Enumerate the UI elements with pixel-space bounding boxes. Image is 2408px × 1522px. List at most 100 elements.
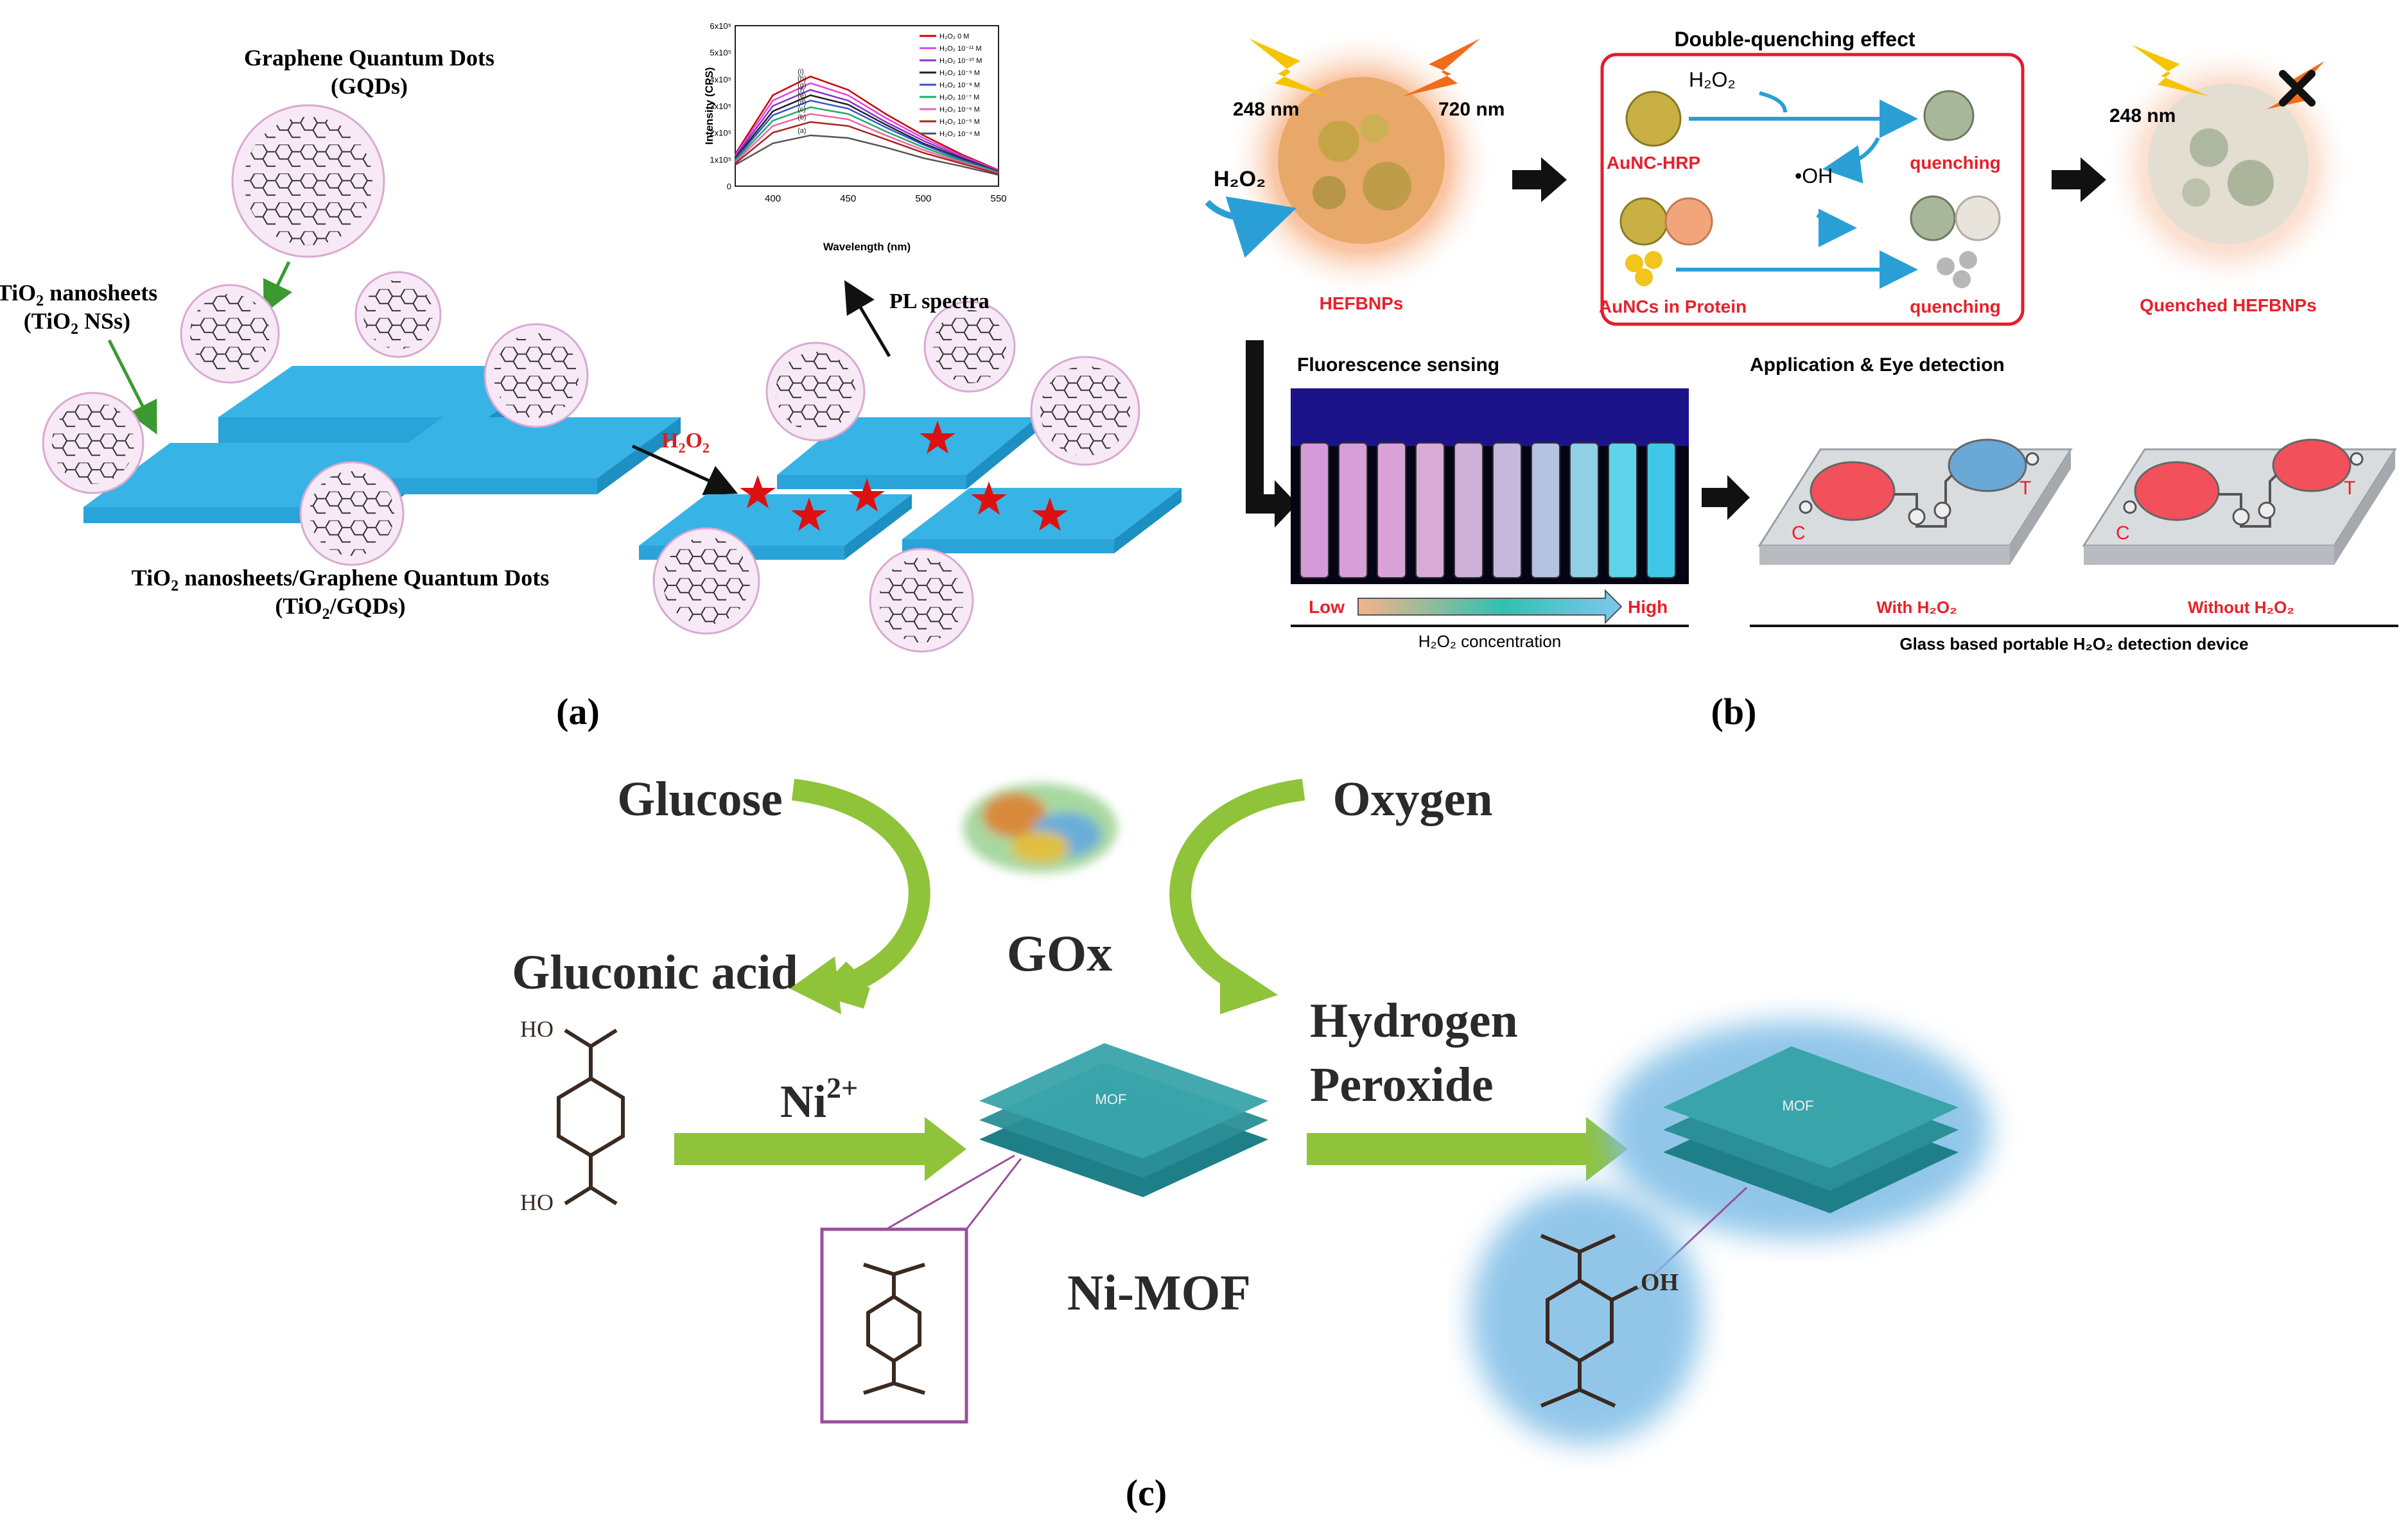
curved-arrow-glucose xyxy=(791,779,930,1009)
hefbnps-label: HEFBNPs xyxy=(1320,293,1404,313)
aunc-protein-label: AuNCs in Protein xyxy=(1599,297,1747,316)
hefbnp-particle xyxy=(1278,77,1445,244)
chart-legend-label-4: H₂O₂ 10⁻⁸ M xyxy=(939,82,980,89)
application-title: Application & Eye detection xyxy=(1750,354,2005,376)
chart-series-label-8: (a) xyxy=(798,127,806,135)
mof-label-2: MOF xyxy=(1783,1098,1814,1114)
chart-legend-label-3: H₂O₂ 10⁻⁹ M xyxy=(939,69,980,77)
vial-7 xyxy=(1569,442,1599,578)
panel-c-label: (c) xyxy=(1126,1472,1167,1514)
concentration-label: H₂O₂ concentration xyxy=(1418,632,1562,651)
chart-series-label-0: (i) xyxy=(798,68,804,76)
chart-x-tick-3: 550 xyxy=(990,193,1006,204)
black-arrow-2 xyxy=(2052,157,2106,202)
panel-c: Glucose Oxygen Gluconic acid GOx Hydroge… xyxy=(512,772,1991,1514)
protein-cluster-icon-1 xyxy=(1619,197,1668,246)
control-well-1 xyxy=(1810,461,1896,521)
chart-series-group: (i)(h)(g)(f)(e)(d)(c)(b)(a) xyxy=(734,68,999,176)
vial-5 xyxy=(1492,442,1522,578)
chart-series-line-2 xyxy=(734,89,999,172)
gqd-dot-r4 xyxy=(652,527,760,635)
lightning-yellow-icon-2 xyxy=(2132,45,2209,96)
quenched-cluster-icon-1 xyxy=(1923,90,1975,141)
chart-series-line-8 xyxy=(735,134,999,176)
tio2-arrow xyxy=(107,339,157,435)
chart-series-line-4 xyxy=(735,99,999,173)
gqd-dot-a4 xyxy=(42,392,144,494)
vial-3 xyxy=(1415,442,1445,578)
chart-series-label-7: (b) xyxy=(798,114,806,121)
peroxide-label: Peroxide xyxy=(1310,1058,1494,1112)
ho-label-bottom: HO xyxy=(520,1189,554,1215)
box-curve-2 xyxy=(1822,137,1880,184)
chart-series-label-5: (d) xyxy=(798,99,806,107)
grey-dots-icon xyxy=(1937,251,1977,288)
vial-8 xyxy=(1608,442,1637,578)
panel-a-label: (a) xyxy=(556,691,600,732)
device-without-h2o2: C T xyxy=(2082,438,2397,565)
aunc-hrp-label: AuNC-HRP xyxy=(1607,153,1700,173)
h2o2-curve-arrow xyxy=(1205,196,1297,258)
chart-legend-label-2: H₂O₂ 10⁻¹⁰ M xyxy=(939,57,982,65)
gold-dots-icon xyxy=(1625,251,1662,286)
terephthalic-acid-structure xyxy=(557,1028,625,1206)
pl-spectra-label: PL spectra xyxy=(889,290,990,313)
low-label: Low xyxy=(1309,597,1345,617)
chart-y-label: Intensity (CPS) xyxy=(703,67,715,145)
chart-y-tick-4: 4x10⁵ xyxy=(710,74,731,84)
chart-x-label: Wavelength (nm) xyxy=(823,241,911,253)
lightning-orange-icon xyxy=(1403,39,1480,96)
mof-zoom-line-1 xyxy=(886,1154,1015,1231)
without-h2o2-label: Without H₂O₂ xyxy=(2188,598,2294,617)
device-label: Glass based portable H₂O₂ detection devi… xyxy=(1899,634,2248,653)
composite-label-2: (TiO2/GQDs) xyxy=(275,593,405,623)
nanosheets-left xyxy=(83,366,681,523)
glowing-mof-stack: MOF xyxy=(1605,1021,1991,1239)
nm-248-label: 248 nm xyxy=(1233,99,1299,120)
chart-legend-label-7: H₂O₂ 10⁻⁵ M xyxy=(939,118,980,126)
chart-x-tick-1: 450 xyxy=(840,193,856,204)
tio2-ns-label-1: TiO2 nanosheets xyxy=(0,280,157,309)
chart-y-tick-3: 3x10⁵ xyxy=(710,101,731,111)
protein-cluster-icon-2 xyxy=(1664,197,1713,246)
gqd-dot-a1 xyxy=(180,284,280,384)
chart-legend-label-6: H₂O₂ 10⁻⁶ M xyxy=(939,106,980,114)
gqd-dot-a2 xyxy=(354,271,442,358)
h2o2-left-label: H₂O₂ xyxy=(1214,167,1266,191)
oh-group-label: OH xyxy=(1641,1269,1679,1296)
stars xyxy=(740,420,1068,531)
quenched-label: Quenched HEFBNPs xyxy=(2140,295,2316,315)
vial-0 xyxy=(1300,442,1329,578)
chart-legend-label-5: H₂O₂ 10⁻⁷ M xyxy=(939,94,979,101)
linker-structure xyxy=(863,1263,925,1395)
quenched-cluster-icon-3 xyxy=(1955,195,2001,241)
black-arrow-1 xyxy=(1512,157,1567,202)
vial-4 xyxy=(1454,442,1483,578)
black-arrow-3 xyxy=(1702,475,1750,520)
ni-mof-label: Ni-MOF xyxy=(1067,1265,1251,1320)
quenching-label-2: quenching xyxy=(1910,297,2001,316)
nm-248-label-2: 248 nm xyxy=(2109,105,2176,126)
chart-series-label-4: (e) xyxy=(798,92,806,100)
vial-6 xyxy=(1531,442,1560,578)
chart-y-tick-1: 1x10⁵ xyxy=(710,155,731,164)
chart-series-label-2: (g) xyxy=(798,82,806,89)
chart-legend-label-8: H₂O₂ 10⁻⁴ M xyxy=(939,130,980,138)
t-mark-1: T xyxy=(2020,478,2031,499)
gqd-title-line1: Graphene Quantum Dots xyxy=(244,45,494,71)
chart-y-tick-0: 0 xyxy=(727,182,731,191)
chart-x-tick-2: 500 xyxy=(915,193,931,204)
chart-y-tick-2: 2x10⁵ xyxy=(710,128,731,138)
chart-y-tick-6: 6x10⁵ xyxy=(710,21,731,31)
panel-a: Graphene Quantum Dots (GQDs) TiO2 nanosh… xyxy=(0,21,1182,732)
vial-1 xyxy=(1338,442,1368,578)
gqd-dot-a3 xyxy=(484,323,589,428)
double-quenching-title: Double-quenching effect xyxy=(1674,28,1915,51)
panel-b-label: (b) xyxy=(1711,691,1757,732)
nm-720-label: 720 nm xyxy=(1438,99,1505,120)
h2o2-reaction-arrow xyxy=(631,444,738,496)
high-label: High xyxy=(1628,597,1668,617)
